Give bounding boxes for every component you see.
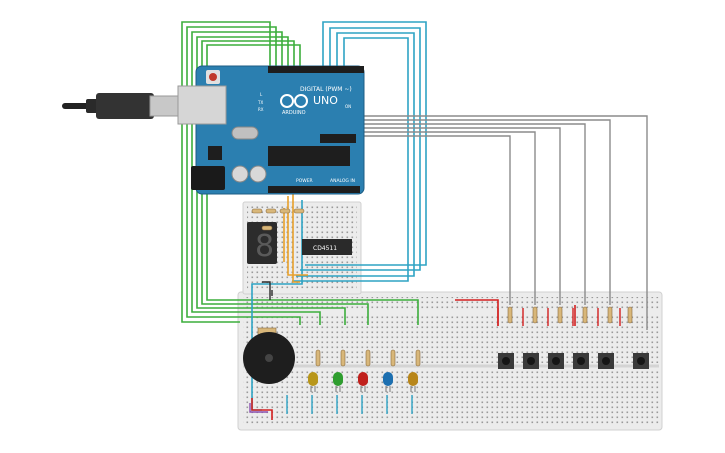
led-on-label: ON — [345, 104, 351, 109]
arduino-logo-icon — [280, 94, 308, 108]
led — [408, 372, 418, 392]
led — [308, 372, 318, 392]
push-button[interactable] — [598, 353, 614, 369]
led-resistors — [315, 349, 421, 367]
segment-digit: 8 — [255, 229, 274, 264]
digital-header — [268, 66, 364, 73]
push-buttons — [498, 353, 649, 369]
small-board-resistors — [251, 208, 305, 231]
piezo-buzzer — [243, 327, 295, 384]
power-jack — [191, 166, 225, 190]
push-button[interactable] — [498, 353, 514, 369]
reset-button[interactable] — [209, 73, 217, 81]
led-tx-label: TX — [257, 100, 263, 105]
arduino-sub-brand-label: ARDUINO — [282, 110, 306, 116]
black-wires — [262, 281, 273, 300]
led-rx-label: RX — [258, 107, 264, 112]
push-button[interactable] — [573, 353, 589, 369]
led — [358, 372, 368, 392]
seven-segment-display: 8 — [247, 222, 277, 264]
push-button[interactable] — [633, 353, 649, 369]
push-button[interactable] — [523, 353, 539, 369]
power-analog-header — [268, 186, 360, 193]
usb-cable — [62, 93, 183, 119]
led — [333, 372, 343, 392]
decoder-chip-label: CD4511 — [313, 245, 337, 252]
led-row — [308, 372, 418, 392]
power-header-label: POWER — [296, 178, 313, 184]
led — [383, 372, 393, 392]
decoder-chip: CD4511 — [302, 239, 352, 255]
push-button[interactable] — [548, 353, 564, 369]
main-breadboard — [237, 291, 663, 431]
led-ground-wires — [286, 395, 413, 414]
led-l-label: L — [260, 92, 263, 97]
digital-header-label: DIGITAL (PWM ~) — [300, 86, 352, 93]
arduino-uno-board: DIGITAL (PWM ~) UNO ARDUINO POWER ANALOG… — [177, 65, 365, 195]
atmega-chip — [268, 146, 350, 166]
button-resistors — [497, 306, 633, 326]
purple-wire — [249, 403, 268, 413]
analog-header-label: ANALOG IN — [330, 178, 355, 184]
arduino-brand-label: UNO — [313, 94, 338, 107]
orange-wires — [283, 190, 308, 283]
